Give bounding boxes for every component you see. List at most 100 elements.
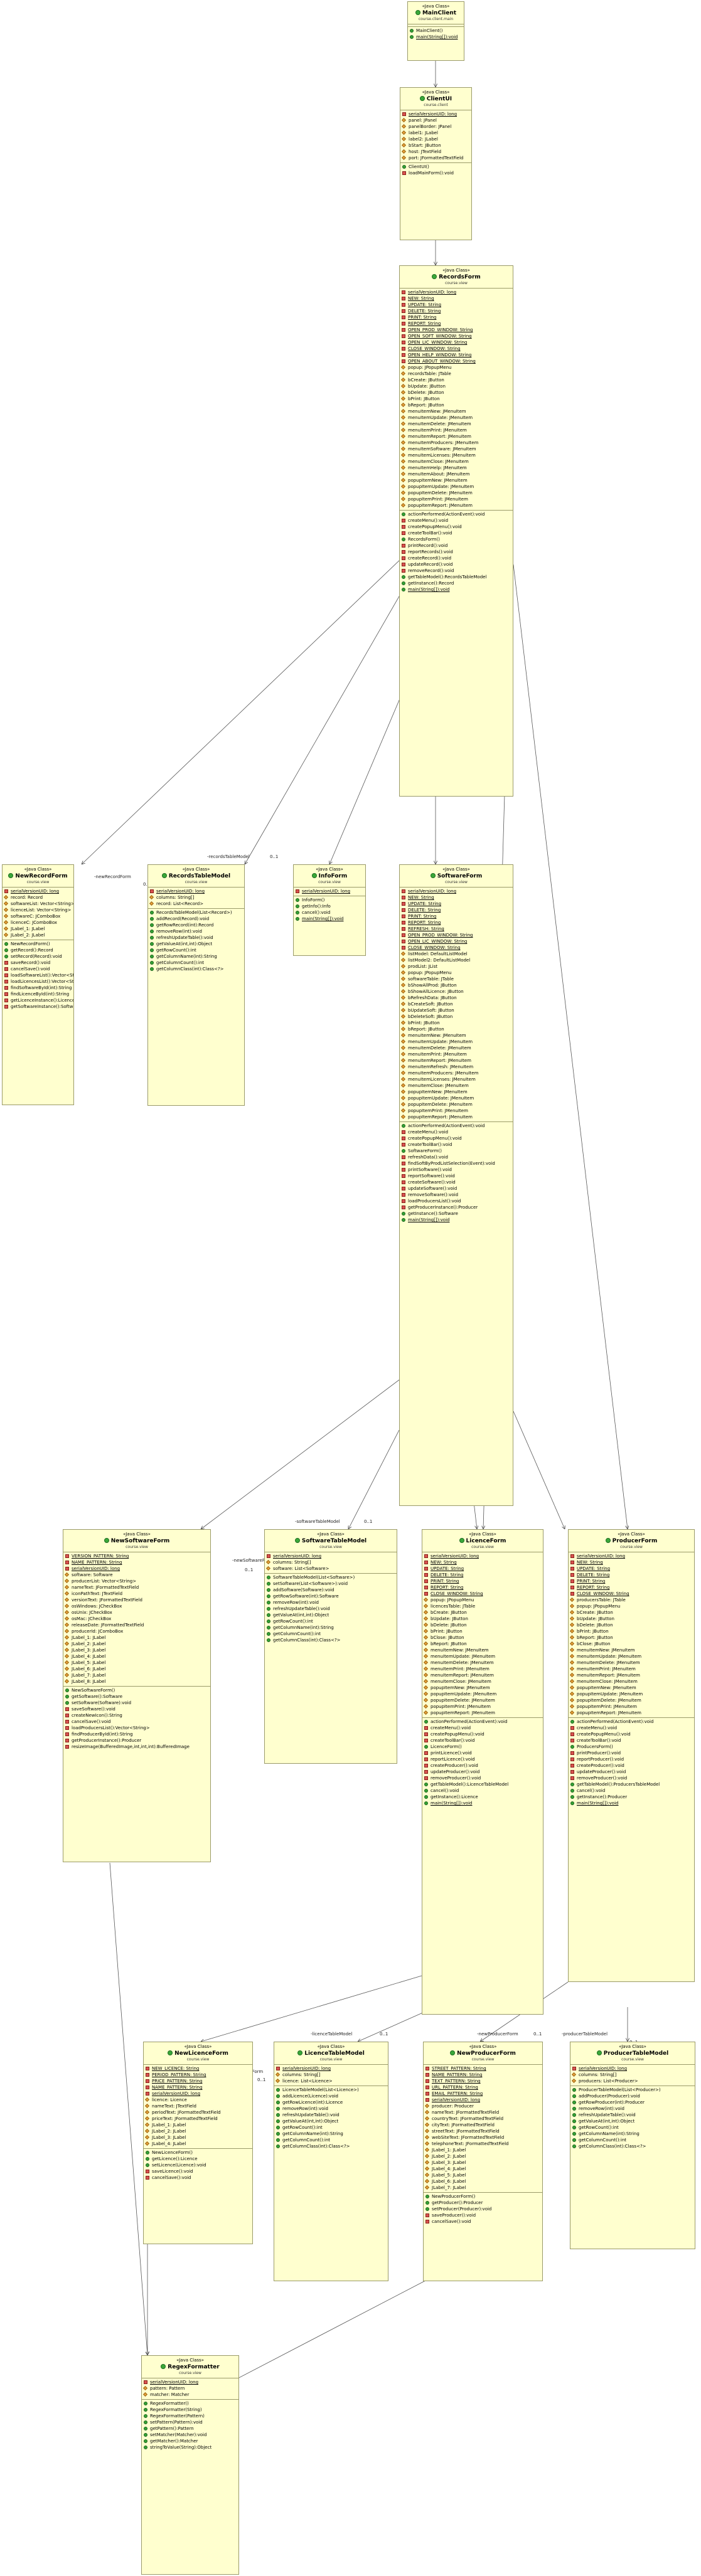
field-row: serialVersionUID: long bbox=[63, 1566, 210, 1572]
method-row: RegexFormatter(String) bbox=[142, 2407, 238, 2413]
method-signature: setProducer(Producer):void bbox=[432, 2207, 492, 2212]
field-signature: NAME_PATTERN: String bbox=[152, 2085, 203, 2090]
method-row: cancel():void bbox=[569, 1788, 694, 1794]
method-row: reportSoftware():void bbox=[400, 1173, 513, 1179]
method-row: addLicence(Licence):void bbox=[274, 2093, 388, 2099]
public-visibility-icon bbox=[410, 35, 414, 39]
field-signature: PRINT: String bbox=[577, 1579, 606, 1584]
method-signature: removeProducer():void bbox=[431, 1776, 481, 1781]
method-row: removeRow(int):void bbox=[570, 2106, 695, 2112]
edge-records-producerform bbox=[513, 564, 628, 1529]
method-row: refreshUpdateTable():void bbox=[570, 2112, 695, 2118]
field-signature: JLabel_2: JLabel bbox=[432, 2154, 466, 2159]
class-icon bbox=[605, 1538, 611, 1543]
package-visibility-icon bbox=[424, 2172, 430, 2178]
field-signature: popupItemDelete: JMenuItem bbox=[408, 1102, 473, 1107]
class-name: ProducerForm bbox=[570, 1537, 693, 1545]
field-signature: menuItemReport: JMenuItem bbox=[408, 434, 471, 439]
method-signature: getColumnName(int):String bbox=[579, 2131, 639, 2136]
field-row: serialVersionUID: long bbox=[424, 2097, 542, 2103]
public-visibility-icon bbox=[144, 2427, 147, 2430]
field-row: licence: List<Licence> bbox=[274, 2078, 388, 2084]
stereotype: «Java Class» bbox=[422, 4, 450, 9]
package-name: course.view bbox=[26, 880, 50, 884]
field-row: bStart: JButton bbox=[400, 142, 471, 149]
mult-softwaretablemodel: 0..1 bbox=[364, 1519, 372, 1524]
field-signature: JLabel_1: JLabel bbox=[152, 2123, 186, 2128]
class-name-text: RegexFormatter bbox=[168, 2364, 220, 2370]
field-signature: serialVersionUID: long bbox=[431, 1554, 479, 1559]
class-icon bbox=[8, 873, 14, 878]
package-visibility-icon bbox=[571, 2078, 577, 2084]
private-visibility-icon bbox=[146, 2092, 149, 2096]
field-signature: popupItemNew: JMenuItem bbox=[408, 1089, 468, 1095]
method-signature: actionPerformed(ActionEvent):void bbox=[577, 1719, 654, 1724]
field-signature: bPrint: JButton bbox=[431, 1629, 463, 1634]
field-signature: iconPathText: JTextField bbox=[72, 1591, 123, 1596]
field-row: popup: JPopupMenu bbox=[569, 1603, 694, 1609]
method-signature: getColumnClass(int):Class<?> bbox=[282, 2144, 350, 2149]
method-row: findSoftwareById(int):String bbox=[3, 985, 73, 991]
class-icon bbox=[294, 1538, 300, 1543]
private-visibility-icon bbox=[402, 1143, 405, 1147]
class-icon bbox=[432, 274, 437, 279]
package-visibility-icon bbox=[64, 1609, 70, 1615]
private-visibility-icon bbox=[402, 1206, 405, 1209]
field-signature: popupItemUpdate: JMenuItem bbox=[408, 484, 474, 489]
method-signature: refreshUpdateTable():void bbox=[273, 1606, 330, 1611]
field-signature: menuItemPrint: JMenuItem bbox=[408, 428, 467, 433]
package-visibility-icon bbox=[569, 1666, 575, 1672]
public-visibility-icon bbox=[144, 2439, 147, 2443]
public-visibility-icon bbox=[425, 2207, 429, 2211]
package-visibility-icon bbox=[400, 1039, 406, 1044]
private-visibility-icon bbox=[425, 2220, 429, 2224]
method-row: getInfo():Info bbox=[294, 903, 365, 909]
package-visibility-icon bbox=[400, 1026, 406, 1032]
method-signature: createToolBar():void bbox=[408, 531, 452, 536]
method-row: NewSoftwareForm() bbox=[63, 1687, 210, 1693]
package-visibility-icon bbox=[400, 1064, 406, 1069]
package-visibility-icon bbox=[144, 2116, 150, 2121]
field-row: serialVersionUID: long bbox=[265, 1553, 397, 1559]
stereotype: «Java Class» bbox=[123, 1532, 151, 1537]
method-signature: createToolBar():void bbox=[431, 1738, 475, 1743]
field-signature: listModel: DefaultListModel bbox=[408, 951, 468, 957]
field-row: label1: JLabel bbox=[400, 130, 471, 136]
package-visibility-icon bbox=[149, 894, 154, 900]
method-row: loadLicencesList():Vector<String> bbox=[3, 978, 73, 985]
field-row: iconPathText: JTextField bbox=[63, 1591, 210, 1597]
method-signature: getColumnName(int):String bbox=[156, 954, 217, 959]
field-row: PRINT: String bbox=[422, 1578, 543, 1584]
public-visibility-icon bbox=[267, 1582, 270, 1586]
field-row: serialVersionUID: long bbox=[3, 888, 73, 894]
label-licencetablemodel: -licenceTableModel bbox=[311, 2032, 352, 2037]
method-signature: getRowSoftware(int):Software bbox=[273, 1594, 339, 1599]
package-visibility-icon bbox=[569, 1653, 575, 1659]
public-visibility-icon bbox=[572, 2101, 576, 2104]
package-visibility-icon bbox=[400, 957, 406, 963]
private-visibility-icon bbox=[146, 2073, 149, 2077]
field-signature: OPEN_PROD_WINDOW: String bbox=[408, 327, 473, 332]
public-visibility-icon bbox=[276, 2101, 280, 2104]
method-row: resizeImage(BufferedImage,int,int,int):B… bbox=[63, 1744, 210, 1750]
field-row: serialVersionUID: long bbox=[142, 2379, 238, 2385]
class-icon bbox=[419, 96, 425, 101]
method-signature: getValueAt(int,int):Object bbox=[156, 941, 213, 946]
method-row: SoftwareForm() bbox=[400, 1148, 513, 1154]
private-visibility-icon bbox=[402, 359, 405, 363]
field-row: popupItemDelete: JMenuItem bbox=[422, 1697, 543, 1704]
field-signature: popupItemNew: JMenuItem bbox=[431, 1685, 490, 1690]
method-row: getInstance():Record bbox=[400, 580, 513, 586]
field-signature: VERSION_PATTERN: String bbox=[72, 1554, 129, 1559]
method-row: ClientUI() bbox=[400, 164, 471, 170]
package-visibility-icon bbox=[400, 976, 406, 982]
stereotype: «Java Class» bbox=[469, 1532, 496, 1537]
public-visibility-icon bbox=[267, 1588, 270, 1592]
private-visibility-icon bbox=[570, 1770, 574, 1774]
method-row: removeRow(int):void bbox=[265, 1599, 397, 1606]
field-row: licenceList: Vector<String> bbox=[3, 907, 73, 913]
